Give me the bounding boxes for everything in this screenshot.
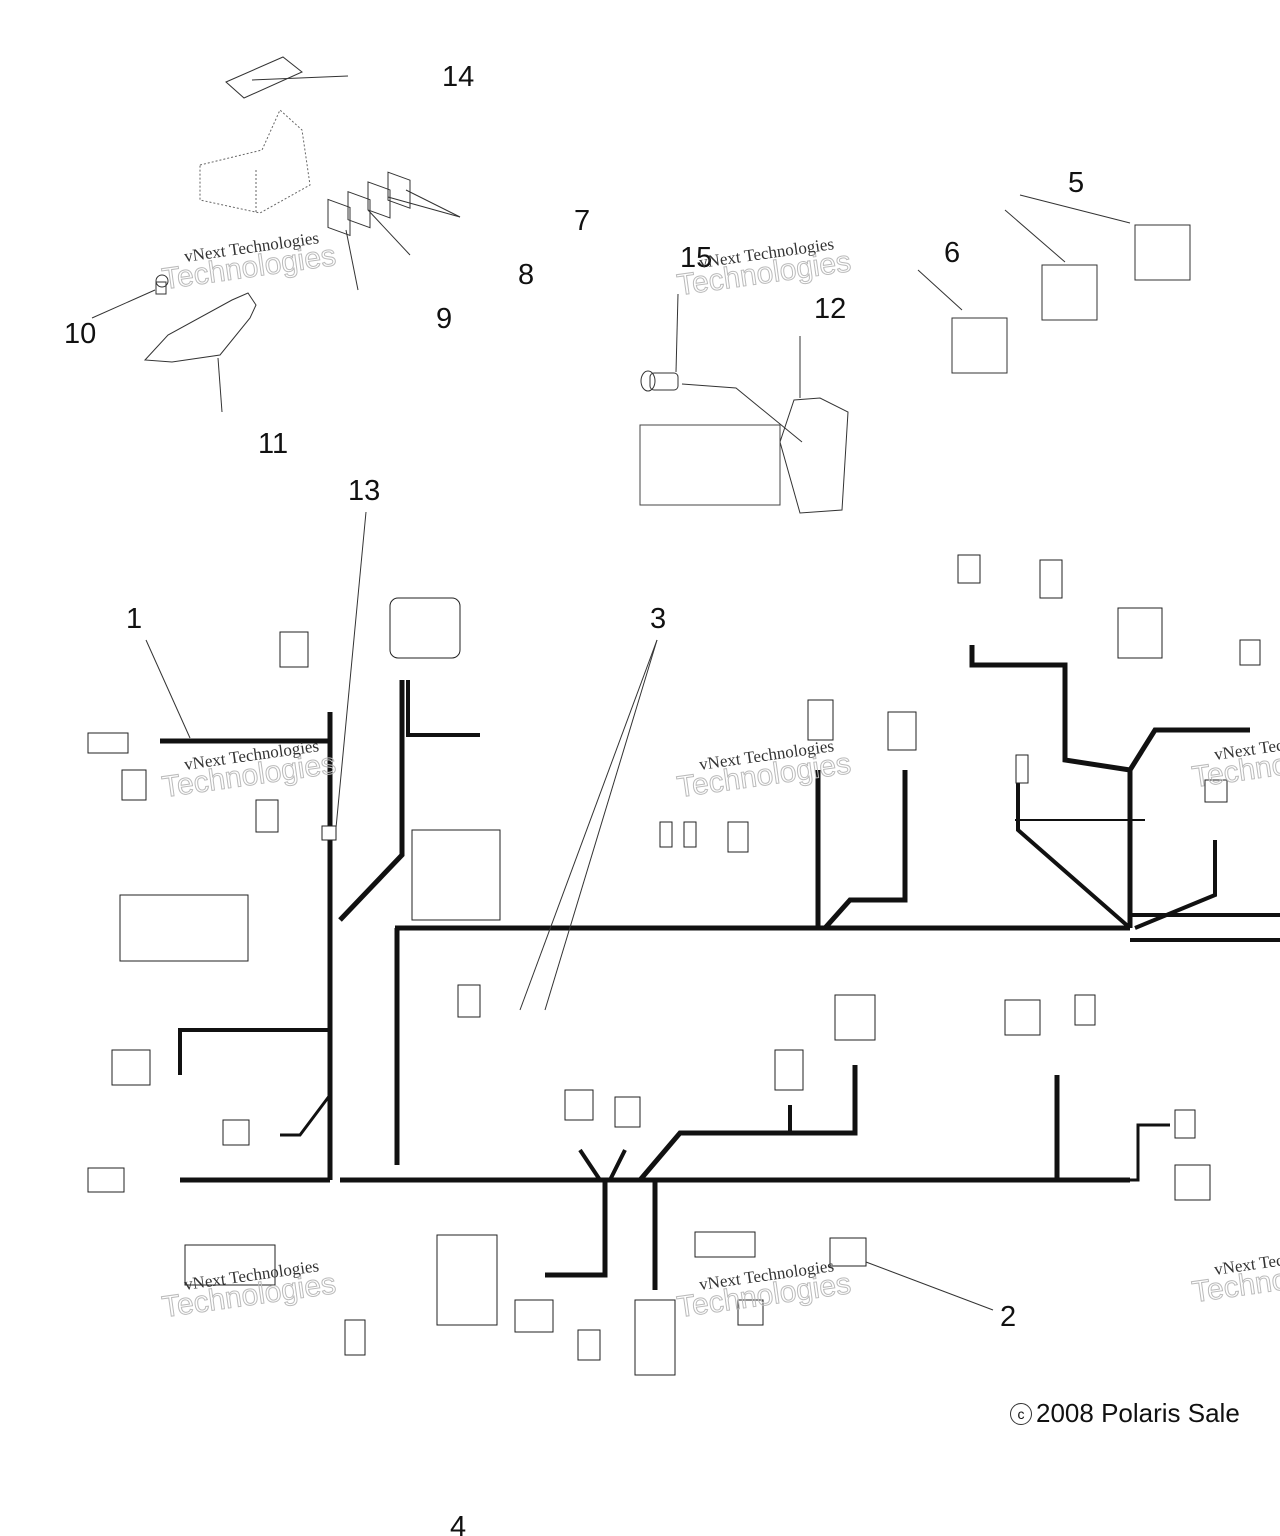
relay-6 (917, 269, 1008, 374)
mini-fuses-7-8-9 (327, 171, 461, 291)
callout-9: 9 (436, 303, 452, 335)
callout-1: 1 (126, 603, 142, 635)
callout-5: 5 (1068, 167, 1084, 199)
part-15-grommet (640, 293, 803, 443)
callout-3: 3 (650, 603, 666, 635)
callout-13: 13 (348, 475, 380, 507)
callout-6: 6 (944, 237, 960, 269)
callout-labels: 1 2 3 4 5 6 7 8 9 10 11 12 13 14 15 (64, 61, 1084, 1536)
connectors (87, 554, 1261, 1376)
part-10-bolt (91, 274, 169, 319)
callout-2: 2 (1000, 1301, 1016, 1333)
callout-4: 4 (450, 1511, 466, 1536)
watermarks: vNext Technologies Technologies vNext Te… (159, 228, 1280, 1324)
part-14-decal (225, 56, 349, 99)
copyright-icon: c (1010, 1403, 1032, 1425)
callout-10: 10 (64, 318, 96, 350)
copyright-text: 2008 Polaris Sale (1036, 1398, 1240, 1428)
part-11-bracket (143, 292, 257, 413)
callout-11: 11 (258, 428, 288, 460)
callout-12: 12 (814, 293, 846, 325)
part-12-module (639, 336, 849, 514)
callout-7: 7 (574, 205, 590, 237)
fuse-box (199, 109, 311, 214)
leader-lines (145, 511, 994, 1311)
callout-8: 8 (518, 259, 534, 291)
relay-5 (1004, 194, 1191, 321)
callout-14: 14 (442, 61, 474, 93)
wire-harness (160, 645, 1280, 1290)
callout-15: 15 (680, 242, 712, 274)
